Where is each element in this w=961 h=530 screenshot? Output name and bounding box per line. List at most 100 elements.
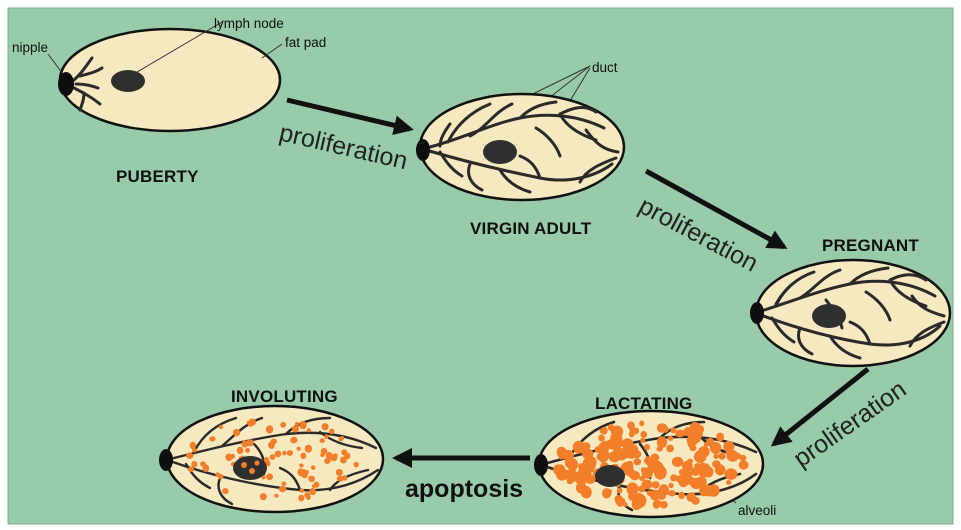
alveolus <box>669 483 674 488</box>
alveolus <box>638 485 646 492</box>
alveolus <box>338 437 343 441</box>
alveolus <box>672 457 684 467</box>
alveolus <box>634 501 643 509</box>
alveolus <box>657 423 668 432</box>
alveolus <box>298 495 304 502</box>
alveolus <box>718 453 726 460</box>
alveolus <box>666 445 674 453</box>
alveolus <box>299 421 306 429</box>
alveolus <box>653 501 660 508</box>
alveolus <box>611 426 623 438</box>
alveolus <box>299 464 304 468</box>
alveolus <box>598 449 609 461</box>
alveolus <box>652 481 660 488</box>
alveolus <box>222 488 229 494</box>
alveolus <box>290 437 297 444</box>
alveolus <box>320 438 325 443</box>
alveolus <box>266 474 273 481</box>
stage-title-pregnant: PREGNANT <box>822 236 919 255</box>
alveolus <box>686 492 696 502</box>
alveolus <box>598 434 605 441</box>
alveolus <box>708 484 719 497</box>
alveolus <box>312 484 316 488</box>
alveolus <box>715 464 726 475</box>
alveolus <box>640 431 647 438</box>
alveolus <box>334 453 338 458</box>
alveolus <box>282 451 286 456</box>
alveolus <box>630 471 640 480</box>
alveolus <box>617 488 623 494</box>
alveolus <box>305 445 312 453</box>
stage-title-virgin-adult: VIRGIN ADULT <box>470 219 592 238</box>
alveolus <box>569 465 576 473</box>
alveolus <box>297 447 301 451</box>
alveolus <box>354 462 359 468</box>
alveolus <box>307 428 311 432</box>
alveolus <box>209 436 215 441</box>
alveolus <box>657 436 667 448</box>
alveolus <box>246 439 254 446</box>
alveolus <box>264 457 269 462</box>
alveolus <box>587 461 596 471</box>
alveolus <box>640 438 645 443</box>
virgin-lymph-node <box>483 140 517 164</box>
alveolus <box>739 455 746 461</box>
alveolus <box>559 454 565 459</box>
virgin-nipple <box>416 139 430 161</box>
alveolus <box>698 446 710 457</box>
alveolus <box>324 434 329 439</box>
alveolus <box>614 495 623 504</box>
stage-lactating <box>534 411 763 517</box>
stage-title-lactating: LACTATING <box>595 394 692 413</box>
alveolus <box>266 425 273 433</box>
alveolus <box>629 427 634 433</box>
alveolus <box>739 460 749 469</box>
alveolus <box>700 463 710 472</box>
lactating-nipple <box>534 454 548 476</box>
alveolus <box>280 422 286 428</box>
alveolus <box>321 448 328 455</box>
label-fat-pad: fat pad <box>285 35 326 50</box>
alveolus <box>670 474 677 481</box>
pregnant-lymph-node <box>812 304 846 328</box>
alveolus <box>634 458 642 465</box>
alveolus <box>329 429 334 435</box>
alveolus <box>576 482 587 493</box>
alveolus <box>645 459 652 466</box>
puberty-lymph-node <box>111 70 145 92</box>
alveolus <box>668 490 676 496</box>
alveolus <box>613 445 622 453</box>
alveolus <box>245 448 250 453</box>
alveolus <box>274 494 278 498</box>
alveolus <box>295 422 299 426</box>
alveolus <box>186 452 193 458</box>
alveolus <box>297 468 304 476</box>
alveolus <box>304 492 310 498</box>
label-apoptosis: apoptosis <box>405 475 523 503</box>
alveolus <box>650 490 660 501</box>
stage-virgin-adult <box>416 94 624 200</box>
alveolus <box>602 488 611 498</box>
alveolus <box>670 427 676 433</box>
alveolus <box>342 475 347 480</box>
alveolus <box>344 453 350 460</box>
alveolus <box>567 479 573 485</box>
alveolus <box>292 426 299 433</box>
alveolus <box>279 486 287 492</box>
alveolus <box>260 493 267 500</box>
alveolus <box>247 421 251 425</box>
label-duct: duct <box>592 60 618 75</box>
alveolus <box>325 460 330 465</box>
alveolus <box>190 442 197 450</box>
alveolus <box>639 421 644 427</box>
alveolus <box>699 485 709 496</box>
alveolus <box>287 450 293 456</box>
alveolus <box>726 450 732 455</box>
alveolus <box>300 453 306 459</box>
alveolus <box>696 425 704 433</box>
stage-title-puberty: PUBERTY <box>116 167 199 186</box>
alveolus <box>202 464 209 472</box>
alveolus <box>628 492 637 501</box>
alveolus <box>322 423 329 430</box>
